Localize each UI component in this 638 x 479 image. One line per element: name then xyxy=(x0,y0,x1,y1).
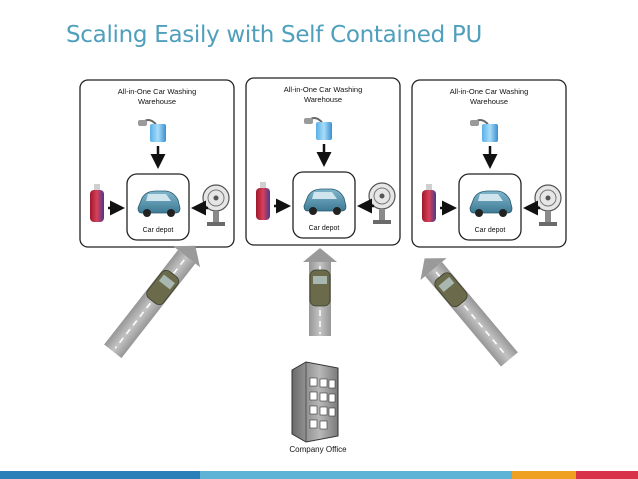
footer-color-bar xyxy=(0,471,638,479)
car-depot-label: Car depot xyxy=(475,227,506,234)
road-left xyxy=(104,245,201,359)
office-building-icon xyxy=(291,361,339,443)
office-label: Company Office xyxy=(289,445,347,454)
dryer-fan-icon xyxy=(202,184,230,226)
warehouse-2: All-in-One Car Washing Warehouse Car dep… xyxy=(245,77,401,246)
spray-bottle-icon xyxy=(422,184,436,222)
footer-segment-orange xyxy=(512,471,576,479)
car-icon xyxy=(303,188,347,215)
dryer-fan-icon xyxy=(368,182,396,224)
footer-segment-lightblue xyxy=(200,471,512,479)
car-icon xyxy=(469,190,513,217)
warehouse-title-line1: All-in-One Car Washing xyxy=(450,87,529,96)
dryer-fan-icon xyxy=(534,184,562,226)
footer-segment-blue xyxy=(0,471,200,479)
warehouse-title-line2: Warehouse xyxy=(470,97,508,106)
car-on-road-icon xyxy=(434,272,468,308)
road-center xyxy=(303,248,337,336)
water-bucket-icon xyxy=(138,119,166,142)
footer-segment-red xyxy=(576,471,638,479)
car-on-road-icon xyxy=(146,269,179,306)
spray-bottle-icon xyxy=(256,182,270,220)
warehouse-3: All-in-One Car Washing Warehouse Car dep… xyxy=(411,79,567,248)
car-icon xyxy=(137,190,181,217)
car-on-road-icon xyxy=(309,269,331,307)
warehouse-title-line2: Warehouse xyxy=(138,97,176,106)
water-bucket-icon xyxy=(470,119,498,142)
water-bucket-icon xyxy=(304,117,332,140)
road-right xyxy=(420,258,518,367)
warehouse-title-line1: All-in-One Car Washing xyxy=(118,87,197,96)
spray-bottle-icon xyxy=(90,184,104,222)
car-depot-label: Car depot xyxy=(143,227,174,234)
warehouse-title-line1: All-in-One Car Washing xyxy=(284,85,363,94)
warehouse-1: All-in-One Car Washing Warehouse Car dep… xyxy=(79,79,235,248)
slide-title: Scaling Easily with Self Contained PU xyxy=(66,22,483,48)
car-depot-label: Car depot xyxy=(309,225,340,232)
warehouse-title-line2: Warehouse xyxy=(304,95,342,104)
